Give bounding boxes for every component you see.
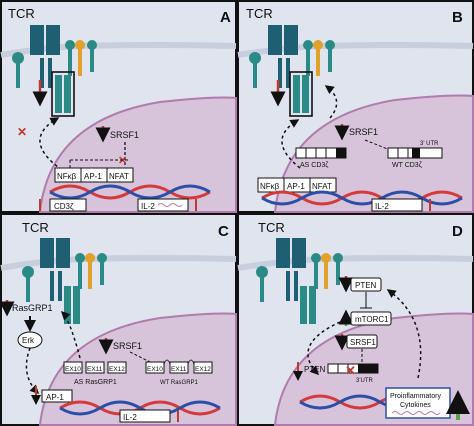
gene-cd3z: CD3ζ — [54, 202, 74, 211]
exon-label: EX12 — [195, 366, 211, 373]
tcr-label: TCR — [246, 6, 273, 21]
panel-letter: A — [220, 9, 231, 26]
rasgrp1-label: RasGRP1 — [12, 303, 53, 313]
tcr-label: TCR — [22, 220, 49, 235]
wt-rasgrp1: EX10 EX11 EX12 WT RasGRP1 — [145, 359, 213, 386]
tcr-complex — [249, 25, 335, 117]
wt-cd3z-label: WT CD3ζ — [392, 162, 422, 169]
cytokines-label-line2: Cytokines — [400, 402, 431, 409]
srsf1-label: SRSF1 — [350, 338, 376, 347]
as-isoform: AS CD3ζ — [295, 147, 347, 169]
cytokines-label-line1: Proinflammatory — [390, 393, 441, 400]
tf-group: NFκβ AP-1 NFAT — [54, 159, 134, 183]
as-rasgrp1: EX10 EX11 EX12 AS RasGRP1 — [63, 361, 127, 386]
tf-nfkb: NFκβ — [260, 182, 280, 191]
tf-ap1: AP-1 — [84, 172, 102, 181]
dna-strand-blue — [59, 400, 221, 416]
exon-label: EX10 — [147, 366, 163, 373]
panel-b: B TCR SRSF1 AS CD3ζ — [237, 0, 474, 213]
nucleus — [38, 96, 237, 213]
srsf1-label: SRSF1 — [110, 130, 139, 140]
exon-label: EX11 — [87, 366, 103, 373]
wt-rasgrp1-label: WT RasGRP1 — [160, 380, 199, 386]
panel-a: A TCR ✕ SRSF1 ✕ NFκβ — [0, 0, 237, 213]
tf-ap1: AP-1 — [287, 182, 305, 191]
exon-label: EX11 — [171, 366, 187, 373]
dna-strand-blue — [49, 184, 211, 200]
nucleus — [38, 312, 237, 426]
srsf1-label: SRSF1 — [349, 127, 378, 137]
tcr-complex — [22, 238, 107, 324]
wt-isoform: 3' UTR WT CD3ζ — [387, 141, 443, 169]
ap1-label: AP-1 — [46, 393, 64, 402]
tf-group: NFκβ AP-1 NFAT — [257, 177, 337, 193]
panel-letter: C — [218, 223, 229, 240]
mtorc1-label: mTORC1 — [355, 315, 389, 324]
tf-nfat: NFAT — [109, 172, 129, 181]
tcr-label: TCR — [8, 6, 35, 21]
as-cd3z-label: AS CD3ζ — [300, 162, 328, 169]
pten-protein-label: PTEN — [355, 281, 377, 290]
utr-label: 3'UTR — [356, 378, 373, 384]
tcr-complex — [12, 25, 97, 117]
tf-nfat: NFAT — [312, 182, 332, 191]
erk-label: Erk — [22, 336, 35, 345]
pten-gene-label: PTEN — [304, 365, 326, 374]
utr-label: 3' UTR — [420, 141, 439, 147]
as-rasgrp1-label: AS RasGRP1 — [74, 379, 117, 386]
panel-letter: B — [452, 9, 463, 26]
panel-d: D TCR PTEN mTORC1 SRSF1 PTEN — [237, 213, 474, 426]
tf-nfkb: NFκβ — [57, 172, 77, 181]
panel-letter: D — [452, 223, 463, 240]
gene-il2: IL-2 — [375, 202, 389, 211]
gene-il2: IL-2 — [123, 413, 137, 422]
srsf1-label: SRSF1 — [113, 341, 142, 351]
tcr-label: TCR — [258, 220, 285, 235]
exon-label: EX10 — [65, 366, 81, 373]
block-x: ✕ — [17, 125, 27, 139]
tcr-complex — [256, 238, 343, 324]
exon-label: EX12 — [109, 366, 125, 373]
panel-c: C TCR RasGRP1 Erk AP-1 SRSF1 — [0, 213, 237, 426]
block-x: ✕ — [345, 363, 356, 378]
dna-strand-red — [261, 190, 463, 206]
svg-text:✕: ✕ — [118, 155, 127, 167]
dna-strand-blue — [261, 190, 463, 206]
gene-il2: IL-2 — [141, 202, 155, 211]
